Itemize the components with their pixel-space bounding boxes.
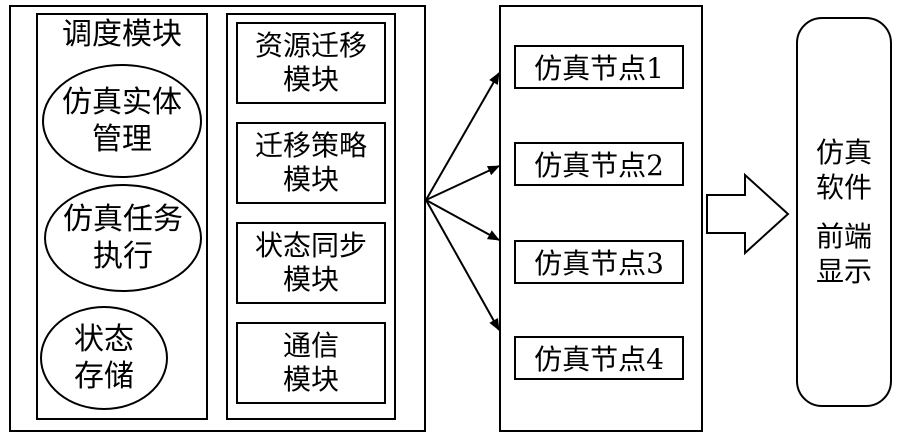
resource-migration-module: 资源迁移模块 — [236, 22, 386, 104]
state-storage-ellipse: 状态存储 — [40, 306, 168, 410]
arrow-to-node-1 — [425, 72, 500, 201]
sim-node-2: 仿真节点2 — [514, 142, 684, 186]
arrow-to-node-3 — [425, 199, 500, 241]
communication-module: 通信模块 — [236, 322, 386, 404]
frontend-display-box: 仿真 软件 前端 显示 — [796, 17, 892, 407]
arrow-to-node-4 — [425, 199, 500, 331]
sim-node-4: 仿真节点4 — [514, 336, 684, 380]
scheduler-title: 调度模块 — [62, 17, 182, 52]
sim-node-3: 仿真节点3 — [514, 240, 684, 284]
entity-management-ellipse: 仿真实体管理 — [42, 64, 202, 178]
migration-strategy-module: 迁移策略模块 — [236, 122, 386, 204]
task-execution-ellipse: 仿真任务执行 — [44, 184, 202, 292]
sim-node-1: 仿真节点1 — [514, 45, 684, 89]
state-sync-module: 状态同步模块 — [236, 222, 386, 304]
block-arrow-to-frontend — [706, 172, 790, 256]
arrow-to-node-2 — [425, 165, 500, 201]
